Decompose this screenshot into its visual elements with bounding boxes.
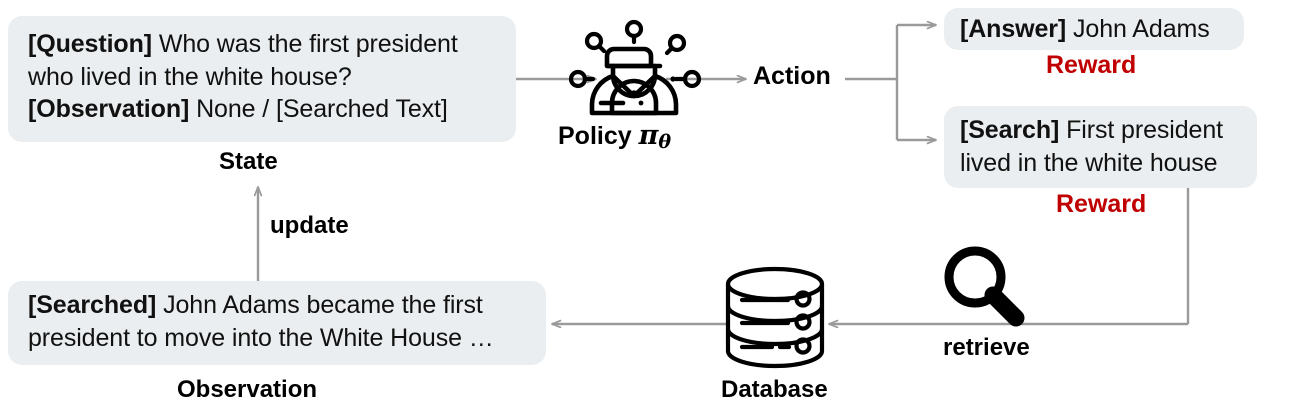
search-box: [Search] First president lived in the wh… bbox=[944, 106, 1257, 188]
search-tag: [Search] bbox=[960, 116, 1060, 144]
magnifier-icon bbox=[944, 246, 1025, 327]
observation-tag: [Searched] bbox=[28, 291, 157, 319]
database-caption: Database bbox=[721, 376, 828, 403]
search-text: First president lived in the white house bbox=[960, 116, 1223, 177]
policy-caption: Policy πθ bbox=[558, 120, 671, 153]
database-icon bbox=[725, 266, 825, 369]
agent-policy-icon bbox=[568, 19, 702, 116]
update-label: update bbox=[270, 212, 349, 239]
search-reward-label: Reward bbox=[1056, 190, 1147, 218]
state-box: [Question] Who was the first president w… bbox=[8, 16, 516, 142]
answer-box: [Answer] John Adams bbox=[944, 8, 1244, 50]
observation-caption: Observation bbox=[177, 376, 318, 403]
observation-text: John Adams became the first president to… bbox=[28, 291, 494, 352]
state-observation-text: None / [Searched Text] bbox=[196, 95, 448, 123]
action-label: Action bbox=[753, 62, 831, 90]
policy-pi-symbol: π bbox=[638, 120, 659, 151]
answer-reward-label: Reward bbox=[1046, 51, 1137, 79]
retrieve-label: retrieve bbox=[943, 334, 1030, 361]
state-caption: State bbox=[219, 148, 278, 175]
observation-box: [Searched] John Adams became the first p… bbox=[8, 281, 546, 365]
policy-caption-prefix: Policy bbox=[558, 122, 632, 150]
state-observation-tag: [Observation] bbox=[28, 95, 190, 123]
answer-text: John Adams bbox=[1073, 15, 1210, 43]
state-question-text: Who was the first president who lived in… bbox=[28, 30, 458, 91]
answer-tag: [Answer] bbox=[960, 15, 1067, 43]
state-question-tag: [Question] bbox=[28, 30, 152, 58]
policy-theta-subscript: θ bbox=[658, 131, 672, 153]
